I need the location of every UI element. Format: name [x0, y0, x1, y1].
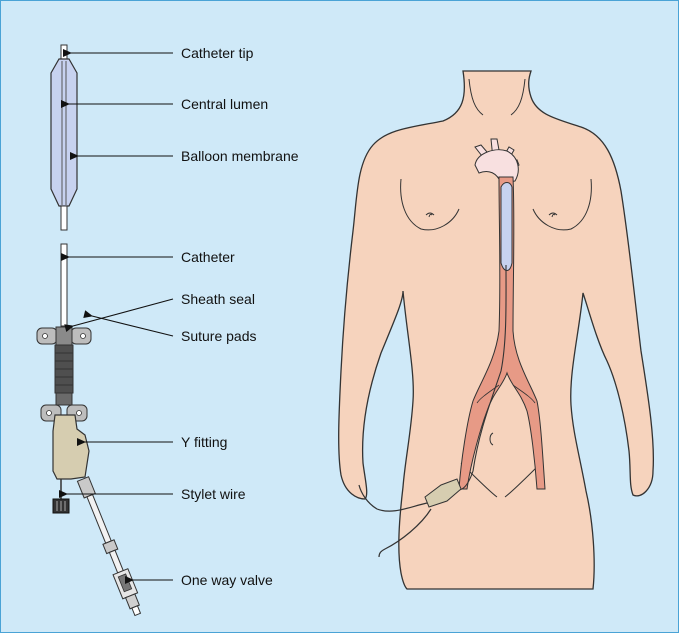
sheath-seal-shape	[56, 327, 72, 345]
label-one-way-valve: One way valve	[181, 572, 273, 588]
ribbed-sheath	[55, 345, 73, 405]
device-illustration	[37, 45, 145, 617]
labels: Catheter tip Central lumen Balloon membr…	[181, 45, 299, 588]
label-balloon-membrane: Balloon membrane	[181, 148, 299, 164]
label-catheter-tip: Catheter tip	[181, 45, 254, 61]
label-sheath-seal: Sheath seal	[181, 291, 255, 307]
label-suture-pads: Suture pads	[181, 328, 257, 344]
catheter-tip-shape	[61, 45, 67, 59]
y-fitting-shape	[53, 415, 89, 479]
catheter-shaft	[61, 244, 67, 326]
intra-aortic-balloon	[501, 183, 512, 271]
label-catheter: Catheter	[181, 249, 235, 265]
leader-lines	[67, 53, 173, 580]
label-y-fitting: Y fitting	[181, 434, 227, 450]
balloon-shape	[51, 59, 77, 206]
label-central-lumen: Central lumen	[181, 96, 268, 112]
torso-illustration	[339, 71, 654, 589]
label-stylet-wire: Stylet wire	[181, 486, 246, 502]
